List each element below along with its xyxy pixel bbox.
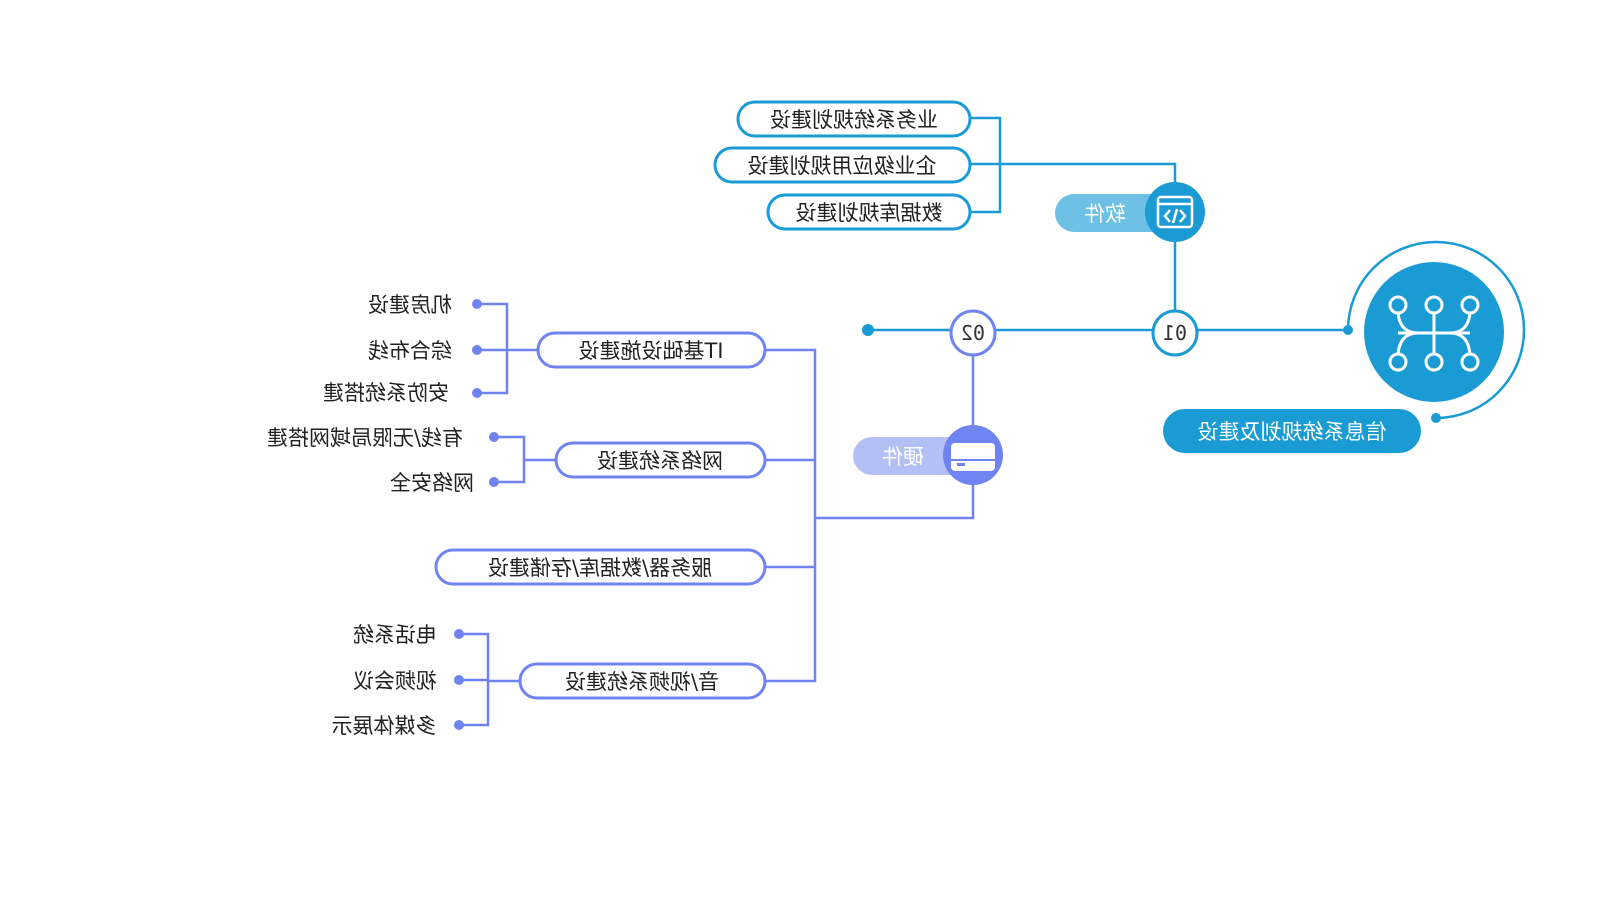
node-02[interactable]: 02 (949, 309, 997, 357)
root-node: 信息系统规划及建设 (1163, 262, 1504, 453)
software-tag[interactable] (1055, 194, 1175, 232)
hardware-tag-label: 硬件 (882, 445, 924, 469)
software-item-2[interactable]: 企业级应用规划建设 (713, 146, 972, 184)
server-drive-icon (951, 443, 995, 471)
hardware-group-av-label: 音/视频系统建设 (565, 670, 719, 694)
node-01[interactable]: 01 (1151, 309, 1199, 357)
leaf-av-1: 电话系统 (353, 623, 437, 647)
leaf-network-2: 网络安全 (390, 471, 474, 495)
root-ring-dot-bottom (1431, 413, 1441, 423)
av-leaf-bracket (459, 632, 520, 727)
hardware-group-network[interactable]: 网络系统建设 (554, 441, 767, 479)
software-item-3-label: 数据库规划建设 (796, 201, 943, 225)
leaf-network-1: 有线/无限局域网搭建 (267, 426, 463, 450)
hardware-group-network-label: 网络系统建设 (597, 449, 723, 473)
network-leaf-bracket (494, 435, 556, 484)
root-ring-arc (1346, 240, 1526, 420)
hardware-group-server-label: 服务器/数据库/存储建设 (488, 556, 712, 580)
software-item-1-label: 业务系统规划建设 (770, 108, 938, 132)
software-tag-label: 软件 (1084, 202, 1126, 226)
code-window-icon (1156, 195, 1194, 229)
root-ring-dot-top (1343, 325, 1353, 335)
hardware-group-server[interactable]: 服务器/数据库/存储建设 (434, 548, 767, 586)
node-02-label: 02 (961, 321, 985, 345)
axis-end-dot (862, 324, 874, 336)
software-item-2-label: 企业级应用规划建设 (748, 154, 937, 178)
hardware-branch: 硬件 IT基础设施建设 网络系统建设 服务器/数据库/存储建设 音/视频系统建设 (267, 293, 1003, 738)
software-item-3[interactable]: 数据库规划建设 (766, 193, 972, 231)
software-item-1[interactable]: 业务系统规划建设 (736, 100, 972, 138)
leaf-av-3: 多媒体展示 (332, 714, 437, 738)
leaf-it-1: 机房建设 (368, 293, 452, 317)
network-tree-icon (1388, 295, 1480, 372)
connectors (459, 116, 1526, 727)
it-leaf-bracket (477, 302, 538, 395)
software-bracket-line (970, 116, 1177, 214)
hardware-group-av[interactable]: 音/视频系统建设 (518, 662, 767, 700)
node-01-label: 01 (1163, 321, 1187, 345)
leaf-dots (454, 299, 499, 730)
root-label-pill (1163, 409, 1421, 453)
software-branch: 软件 业务系统规划建设 企业级应用规划建设 数据库规划建设 (713, 100, 1205, 242)
hardware-bracket-line (765, 348, 975, 683)
hardware-tag[interactable] (853, 437, 973, 475)
leaf-it-3: 安防系统搭建 (323, 381, 449, 405)
root-label: 信息系统规划及建设 (1198, 420, 1387, 444)
leaf-it-2: 综合布线 (368, 339, 452, 363)
hardware-group-it[interactable]: IT基础设施建设 (536, 331, 767, 369)
leaf-av-2: 视频会议 (353, 669, 437, 693)
hardware-group-it-label: IT基础设施建设 (578, 339, 723, 363)
